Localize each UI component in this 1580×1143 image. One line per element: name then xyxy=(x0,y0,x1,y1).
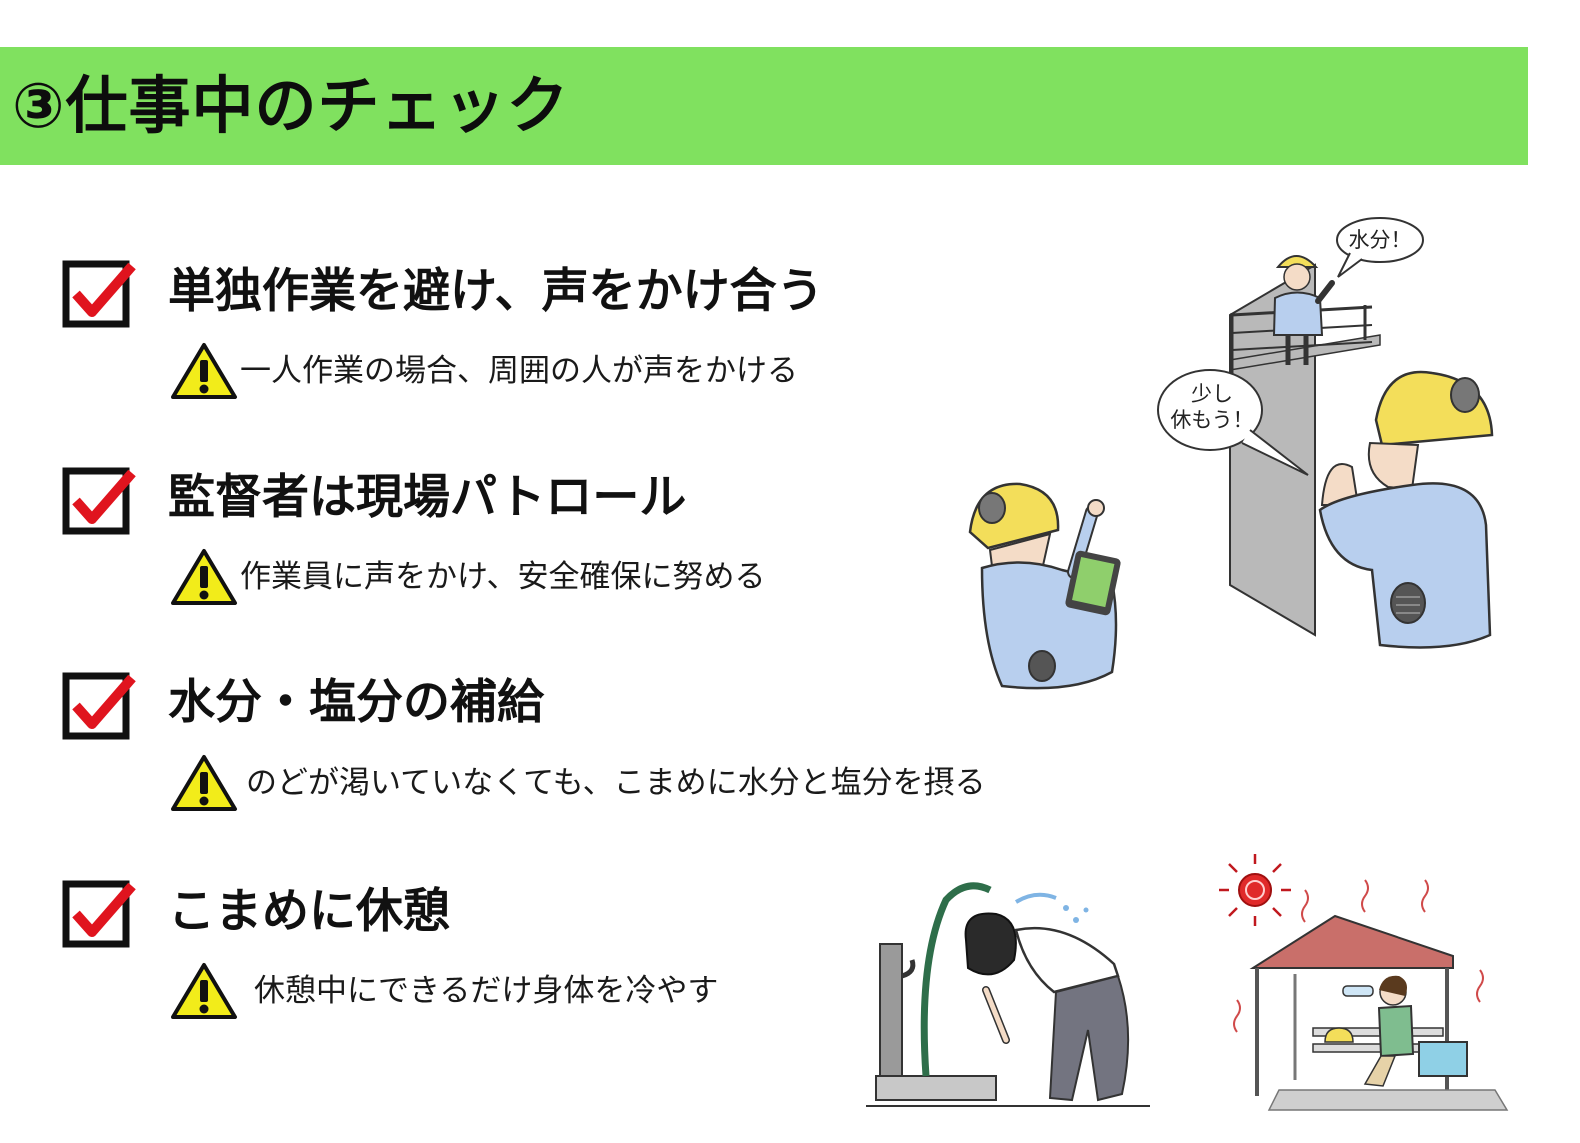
item-desc-hydration: のどが渇いていなくても、こまめに水分と塩分を摂る xyxy=(246,765,986,801)
item-desc-solo-work: 一人作業の場合、周囲の人が声をかける xyxy=(240,353,798,389)
warning-triangle-icon xyxy=(171,755,237,811)
item-desc-patrol: 作業員に声をかけ、安全確保に努める xyxy=(240,559,766,595)
illustration-cooling-with-water xyxy=(866,882,1150,1107)
speech-bubble-water: 水分！ xyxy=(1349,228,1412,252)
speech-bubble-rest-line2: 休もう！ xyxy=(1170,408,1253,432)
checkbox-checked-icon xyxy=(62,467,136,535)
item-title-solo-work: 単独作業を避け、声をかけ合う xyxy=(168,264,824,319)
warning-triangle-icon xyxy=(171,343,237,399)
warning-triangle-icon xyxy=(171,963,237,1019)
checkbox-checked-icon xyxy=(62,880,136,948)
item-desc-rest: 休憩中にできるだけ身体を冷やす xyxy=(254,973,719,1009)
illustration-supervisor-tablet xyxy=(968,482,1121,690)
checkbox-checked-icon xyxy=(62,260,136,328)
illustration-resting-in-shade xyxy=(1219,854,1509,1111)
checkbox-checked-icon xyxy=(62,672,136,740)
warning-triangle-icon xyxy=(171,549,237,605)
illustration-workers-calling: 水分！ 少し 休もう！ xyxy=(1157,217,1494,649)
speech-bubble-rest-line1: 少し xyxy=(1191,382,1233,406)
item-title-patrol: 監督者は現場パトロール xyxy=(168,470,687,525)
page-title: ③仕事中のチェック xyxy=(12,69,570,142)
header-band: ③仕事中のチェック xyxy=(0,47,1528,165)
item-title-rest: こまめに休憩 xyxy=(168,884,450,939)
item-title-hydration: 水分・塩分の補給 xyxy=(168,675,544,730)
